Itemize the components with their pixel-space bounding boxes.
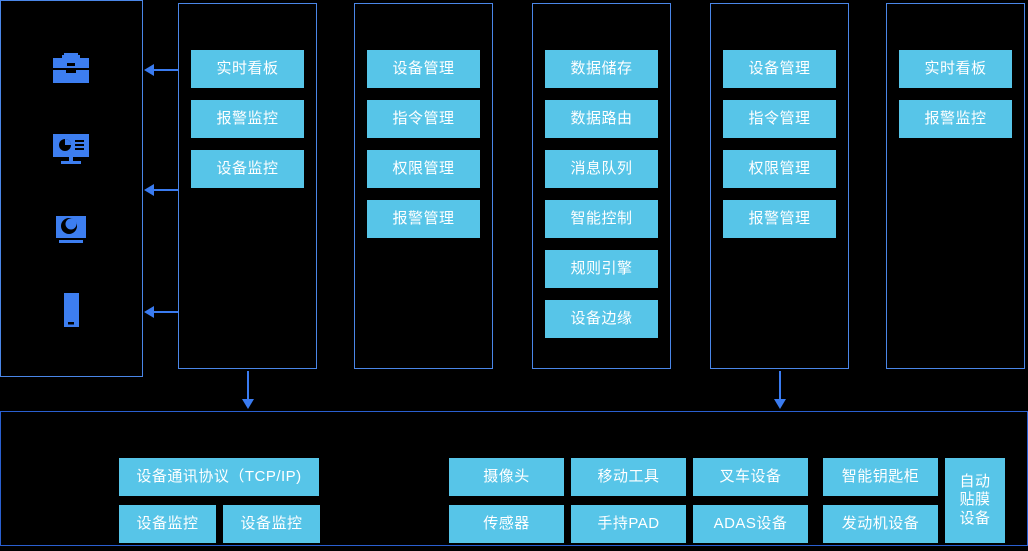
chip-device-monitoring[interactable]: 设备监控 xyxy=(191,150,304,188)
desktop-monitor-icon xyxy=(48,127,94,173)
chip-adas-equipment[interactable]: ADAS设备 xyxy=(693,505,808,543)
frame-data-platform: 数据储存 数据路由 消息队列 智能控制 规则引擎 设备边缘 xyxy=(532,3,671,369)
chip-alarm-management[interactable]: 报警管理 xyxy=(367,200,480,238)
device-layer-band: 设备通讯协议（TCP/IP) 设备监控 设备监控 摄像头 移动工具 叉车设备 智… xyxy=(0,411,1028,546)
chip-smart-control[interactable]: 智能控制 xyxy=(545,200,658,238)
chip-sensor[interactable]: 传感器 xyxy=(449,505,564,543)
chip-command-management[interactable]: 指令管理 xyxy=(367,100,480,138)
chip-permission-management-2[interactable]: 权限管理 xyxy=(723,150,836,188)
mobile-phone-icon xyxy=(48,287,94,333)
camera-icon xyxy=(48,207,94,253)
chip-data-storage[interactable]: 数据储存 xyxy=(545,50,658,88)
frame-client-terminals xyxy=(0,0,143,377)
chip-realtime-dashboard[interactable]: 实时看板 xyxy=(191,50,304,88)
chip-handheld-pad[interactable]: 手持PAD xyxy=(571,505,686,543)
chip-alarm-management-2[interactable]: 报警管理 xyxy=(723,200,836,238)
chip-device-monitoring-b2[interactable]: 设备监控 xyxy=(223,505,320,543)
frame-monitoring: 实时看板 报警监控 xyxy=(886,3,1025,369)
chip-device-monitoring-b1[interactable]: 设备监控 xyxy=(119,505,216,543)
arrow-left-to-monitor xyxy=(144,184,178,196)
arrow-down-from-application-layer xyxy=(242,371,254,409)
chip-rule-engine[interactable]: 规则引擎 xyxy=(545,250,658,288)
chip-auto-film-equipment[interactable]: 自动贴膜设备 xyxy=(945,458,1005,543)
chip-device-edge[interactable]: 设备边缘 xyxy=(545,300,658,338)
toolbox-icon xyxy=(48,47,94,93)
chip-command-management-2[interactable]: 指令管理 xyxy=(723,100,836,138)
arrow-left-to-toolbox xyxy=(144,64,178,76)
chip-forklift-equipment[interactable]: 叉车设备 xyxy=(693,458,808,496)
arrow-down-from-device-management-layer xyxy=(774,371,786,409)
chip-camera[interactable]: 摄像头 xyxy=(449,458,564,496)
chip-alarm-monitoring-2[interactable]: 报警监控 xyxy=(899,100,1012,138)
chip-device-comm-protocol[interactable]: 设备通讯协议（TCP/IP) xyxy=(119,458,319,496)
frame-device-management: 设备管理 指令管理 权限管理 报警管理 xyxy=(710,3,849,369)
chip-device-management-2[interactable]: 设备管理 xyxy=(723,50,836,88)
chip-device-management[interactable]: 设备管理 xyxy=(367,50,480,88)
chip-permission-management[interactable]: 权限管理 xyxy=(367,150,480,188)
client-terminals-icons xyxy=(0,0,143,377)
chip-message-queue[interactable]: 消息队列 xyxy=(545,150,658,188)
frame-application-display: 实时看板 报警监控 设备监控 xyxy=(178,3,317,369)
arrow-left-to-phone xyxy=(144,306,178,318)
chip-alarm-monitoring[interactable]: 报警监控 xyxy=(191,100,304,138)
chip-data-routing[interactable]: 数据路由 xyxy=(545,100,658,138)
chip-smart-key-cabinet[interactable]: 智能钥匙柜 xyxy=(823,458,938,496)
chip-mobile-tool[interactable]: 移动工具 xyxy=(571,458,686,496)
chip-realtime-dashboard-2[interactable]: 实时看板 xyxy=(899,50,1012,88)
frame-device-service: 设备管理 指令管理 权限管理 报警管理 xyxy=(354,3,493,369)
chip-engine-equipment[interactable]: 发动机设备 xyxy=(823,505,938,543)
